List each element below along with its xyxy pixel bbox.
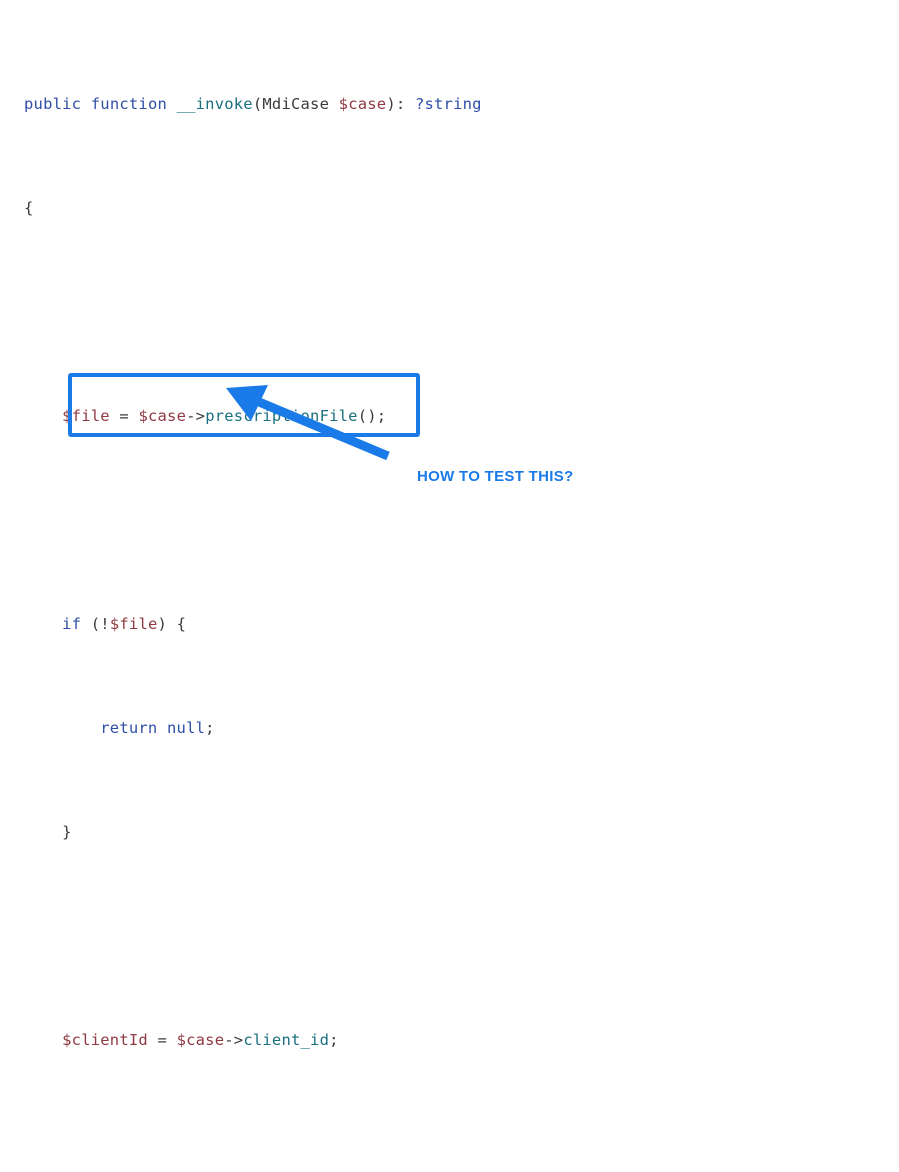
code-line: public function __invoke(MdiCase $case):… <box>24 95 482 113</box>
code-line-blank <box>0 1131 899 1157</box>
code-line-blank <box>0 507 899 533</box>
code-line: if (!$file) { <box>62 615 187 633</box>
code-line: $file = $case->prescriptionFile(); <box>62 407 387 425</box>
code-line: $clientId = $case->client_id; <box>62 1031 339 1049</box>
code-line-blank <box>0 923 899 949</box>
screenshot-root: public function __invoke(MdiCase $case):… <box>24 95 574 1049</box>
code-line: } <box>62 823 72 841</box>
code-line-blank <box>0 299 899 325</box>
code-line: { <box>24 199 34 217</box>
code-line: return null; <box>100 719 215 737</box>
